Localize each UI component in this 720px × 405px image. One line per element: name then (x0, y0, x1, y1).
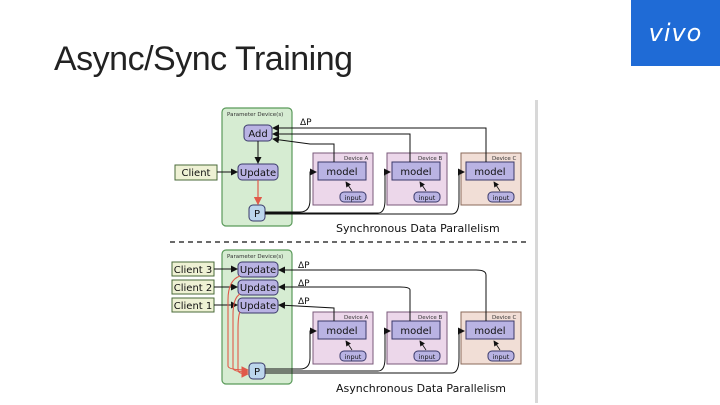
sync-device-b: Device B model input (386, 152, 448, 206)
sync-p-to-a (265, 168, 317, 213)
async-red-1 (237, 311, 250, 378)
async-input-b-label: input (419, 353, 436, 361)
async-caption: Asynchronous Data Parallelism (336, 382, 506, 395)
async-delta-3: ΔP (298, 261, 310, 271)
sync-input-a-label: input (345, 194, 362, 202)
sync-input-b-label: input (419, 194, 436, 202)
slide-title: Async/Sync Training (54, 40, 353, 78)
vivo-logo: vivo (631, 0, 720, 66)
sync-p-label: P (254, 209, 260, 220)
sync-p-to-b (265, 168, 391, 214)
sync-delta-c (272, 124, 487, 162)
async-device-c: Device C model input (460, 311, 522, 365)
sync-device-a-label: Device A (344, 156, 369, 162)
sync-input-b (413, 191, 441, 203)
sync-section: Parameter Device(s) Add Update P Client … (174, 107, 522, 235)
async-model-a-label: model (326, 326, 357, 337)
async-input-a (339, 350, 367, 362)
async-model-b-label: model (400, 326, 431, 337)
async-client-3-label: Client 3 (174, 265, 213, 276)
async-delta-c-line (278, 266, 487, 321)
sync-model-a (317, 161, 367, 181)
sync-input-c-label: input (493, 194, 510, 202)
sync-device-c: Device C model input (460, 152, 522, 206)
sync-caption: Synchronous Data Parallelism (336, 222, 500, 235)
sync-update-label: Update (240, 168, 276, 179)
async-device-b: Device B model input (386, 311, 448, 365)
async-device-a: Device A model input (312, 311, 374, 365)
async-input-a-label: input (345, 353, 362, 361)
sync-device-a: Device A model input (312, 152, 374, 206)
sync-client-label: Client (182, 168, 211, 179)
sync-input-a (339, 191, 367, 203)
sync-model-b-label: model (400, 167, 431, 178)
sync-p-to-c (265, 168, 465, 215)
sync-device-b-label: Device B (418, 156, 443, 162)
async-device-c-label: Device C (492, 315, 517, 321)
async-device-a-label: Device A (344, 315, 369, 321)
sync-model-b (391, 161, 441, 181)
logo-text: vivo (648, 19, 703, 47)
sync-param-label: Parameter Device(s) (227, 112, 283, 118)
async-p-to-a (265, 327, 317, 370)
async-update-2-label: Update (240, 283, 276, 294)
async-model-a (317, 320, 367, 340)
async-delta-2: ΔP (298, 279, 310, 289)
async-input-c-label: input (493, 353, 510, 361)
sync-model-c-label: model (474, 167, 505, 178)
async-input-c (487, 350, 515, 362)
async-delta-a-line (278, 301, 335, 321)
sync-delta-a (272, 136, 335, 162)
async-update-1-label: Update (240, 301, 276, 312)
sync-device-c-label: Device C (492, 156, 517, 162)
sync-add-label: Add (248, 129, 267, 140)
sync-model-c (465, 161, 515, 181)
async-model-b (391, 320, 441, 340)
async-input-b (413, 350, 441, 362)
async-delta-b-line (278, 283, 411, 321)
async-device-b-label: Device B (418, 315, 443, 321)
async-model-c (465, 320, 515, 340)
async-model-c-label: model (474, 326, 505, 337)
async-update-1 (237, 297, 279, 314)
async-param-label: Parameter Device(s) (227, 254, 283, 260)
async-p-to-b (265, 327, 391, 372)
sync-delta-label: ΔP (300, 118, 312, 128)
async-section: Parameter Device(s) Update Update Update… (171, 249, 522, 395)
async-red-2 (232, 293, 250, 376)
async-client-2-label: Client 2 (174, 283, 213, 294)
async-update-3-label: Update (240, 265, 276, 276)
async-delta-1: ΔP (298, 297, 310, 307)
async-p-to-c (265, 327, 465, 374)
figure-shadow (535, 100, 538, 403)
async-client-1-label: Client 1 (174, 301, 213, 312)
async-p-label: P (254, 367, 260, 378)
sync-model-a-label: model (326, 167, 357, 178)
sync-delta-b (272, 130, 411, 162)
sync-input-c (487, 191, 515, 203)
